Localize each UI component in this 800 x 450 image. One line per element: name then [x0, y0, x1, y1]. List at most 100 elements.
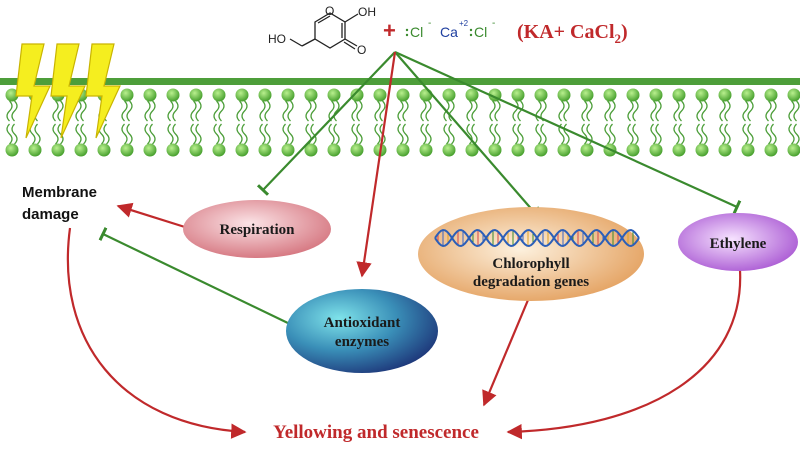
lipid-tail	[375, 101, 380, 121]
lipid-tail	[288, 101, 293, 121]
lipid-head	[742, 89, 755, 102]
lipid-tail	[789, 101, 794, 121]
lipid-head	[213, 89, 226, 102]
lipid-tail	[122, 101, 127, 121]
calcium-ion: Ca	[440, 24, 458, 40]
chloride-ion-2-charge: -	[492, 18, 495, 29]
alcohol-label: HO	[268, 32, 286, 46]
lipid-head	[535, 144, 548, 157]
lipid-tail	[334, 124, 339, 144]
lipid-tail	[81, 124, 86, 144]
lipid-tail	[656, 124, 661, 144]
lipid-tail	[145, 101, 150, 121]
chloride-ion-2: Cl	[474, 24, 487, 40]
lipid-head	[282, 89, 295, 102]
lipid-tail	[398, 124, 403, 144]
lipid-tail	[35, 124, 40, 144]
lipid-tail	[260, 101, 265, 121]
lipid-head	[259, 144, 272, 157]
lipid-tail	[260, 124, 265, 144]
outcome-label: Yellowing and senescence	[273, 422, 479, 443]
lipid-tail	[564, 101, 569, 121]
lipid-head	[742, 144, 755, 157]
lipid-tail	[196, 124, 201, 144]
lipid-head	[650, 144, 663, 157]
lipid-head	[650, 89, 663, 102]
lipid-tail	[766, 124, 771, 144]
lipid-tail	[766, 101, 771, 121]
lipid-tail	[725, 101, 730, 121]
ketone-label: O	[357, 43, 366, 57]
lipid-tail	[656, 101, 661, 121]
lipid-tail	[743, 101, 748, 121]
lipid-tail	[495, 101, 500, 121]
lipid-head	[535, 89, 548, 102]
lipid-head	[144, 89, 157, 102]
ring-oxygen-label: O	[325, 4, 334, 18]
membrane-surface	[0, 78, 800, 85]
membrane-damage-label-line1: Membrane	[22, 184, 97, 201]
lipid-head	[489, 144, 502, 157]
lipid-head	[305, 89, 318, 102]
lipid-tail	[582, 124, 587, 144]
lipid-tail	[449, 124, 454, 144]
lipid-head	[397, 144, 410, 157]
chlorophyll-to-yellowing	[484, 300, 528, 405]
lipid-tail	[173, 101, 178, 121]
lipid-head	[719, 89, 732, 102]
hydroxy-label: OH	[358, 5, 376, 19]
respiration-label: Respiration	[220, 222, 296, 238]
lipid-tail	[789, 124, 794, 144]
lipid-tail	[513, 124, 518, 144]
lipid-head	[213, 144, 226, 157]
kojic-acid-structure	[290, 13, 358, 49]
plus-sign: +	[383, 18, 396, 43]
lipid-head	[167, 89, 180, 102]
calcium-ion-charge: +2	[459, 19, 469, 28]
lipid-head	[259, 89, 272, 102]
lipid-tail	[352, 101, 357, 121]
lipid-head	[788, 144, 800, 157]
lipid-head	[397, 89, 410, 102]
lipid-head	[696, 89, 709, 102]
lipid-tail	[127, 124, 132, 144]
lipid-tail	[794, 101, 799, 121]
lipid-tail	[702, 101, 707, 121]
lipid-head	[512, 144, 525, 157]
lipid-tail	[58, 101, 63, 121]
lipid-head	[190, 144, 203, 157]
membrane-damage-label-line2: damage	[22, 206, 79, 223]
lipid-head	[121, 89, 134, 102]
lipid-head	[627, 89, 640, 102]
lipid-head	[443, 144, 456, 157]
lipid-tail	[426, 124, 431, 144]
lipid-head	[443, 89, 456, 102]
lipid-tail	[628, 124, 633, 144]
lightning-bolt-icon	[16, 44, 120, 138]
lipid-tail	[467, 101, 472, 121]
inhibit-chlorophyll-genes	[395, 52, 534, 212]
lipid-tail	[605, 124, 610, 144]
lipid-tail	[352, 124, 357, 144]
lipid-head	[719, 144, 732, 157]
lipid-head	[328, 89, 341, 102]
lipid-tail	[357, 124, 362, 144]
lipid-tail	[490, 101, 495, 121]
lipid-tail	[472, 101, 477, 121]
chlorophyll-label-line1: Chlorophyll	[492, 256, 569, 272]
lipid-head	[696, 144, 709, 157]
lipid-tail	[628, 101, 633, 121]
lipid-tail	[720, 101, 725, 121]
lipid-tail	[214, 101, 219, 121]
lipid-tail	[191, 101, 196, 121]
lipid-tail	[127, 101, 132, 121]
lipid-head	[121, 144, 134, 157]
lipid-head	[788, 89, 800, 102]
lipid-head	[75, 144, 88, 157]
lipid-tail	[610, 101, 615, 121]
lipid-tail	[651, 101, 656, 121]
lipid-tail	[81, 101, 86, 121]
lipid-tail	[53, 124, 58, 144]
